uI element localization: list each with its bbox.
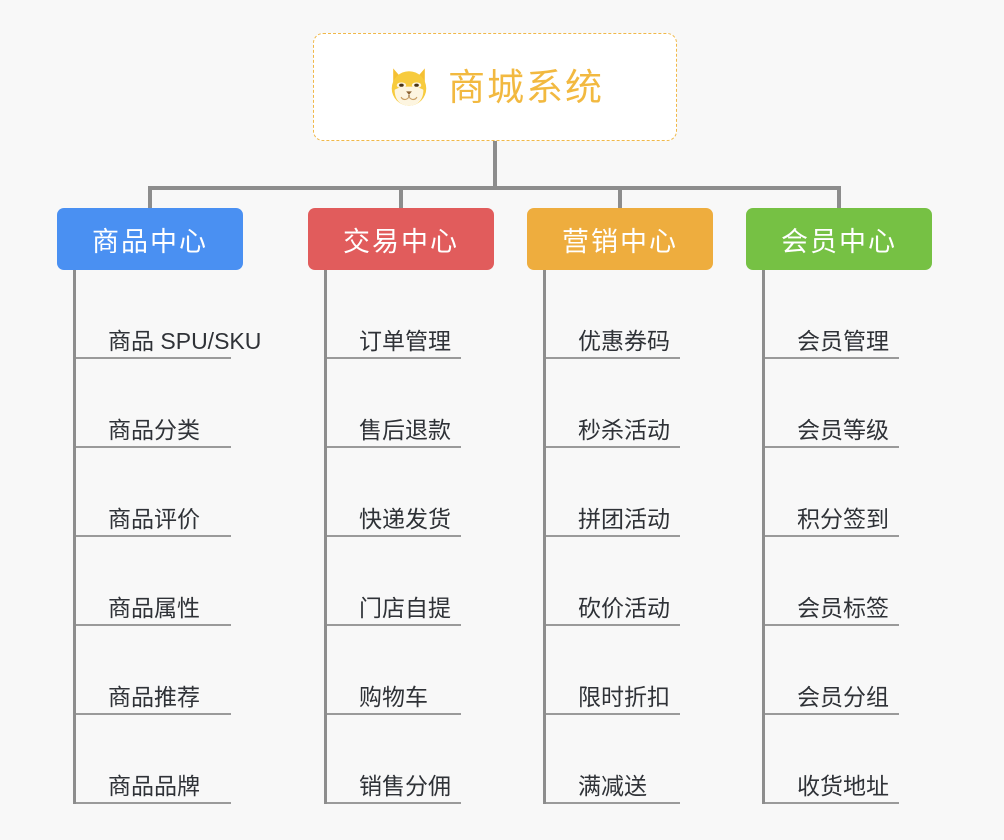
list-item-label: 门店自提 [359,595,451,621]
connector-drop-1 [148,186,152,210]
list-item-underline [76,713,231,715]
list-item-label: 商品属性 [108,595,200,621]
list-item-label: 限时折扣 [578,684,670,710]
connector-root-vertical [493,141,497,188]
list-item-label: 商品 SPU/SKU [108,328,262,354]
list-item[interactable]: 商品推荐 [76,626,243,715]
list-item-label: 商品分类 [108,417,200,443]
list-item[interactable]: 积分签到 [765,448,932,537]
list-item[interactable]: 购物车 [327,626,494,715]
list-item-underline [76,535,231,537]
branch-column-4: 会员中心 会员管理 会员等级 积分签到 会员标签 会员分组 [746,208,932,804]
list-item[interactable]: 拼团活动 [546,448,713,537]
list-item-underline [76,624,231,626]
list-item-label: 购物车 [359,684,428,710]
list-item[interactable]: 满减送 [546,715,713,804]
list-item-underline [327,535,461,537]
list-item-underline [327,446,461,448]
branch-items-3: 优惠券码 秒杀活动 拼团活动 砍价活动 限时折扣 满减送 [543,270,713,804]
list-item-underline [546,535,680,537]
list-item[interactable]: 商品分类 [76,359,243,448]
list-item-underline [546,357,680,359]
list-item-underline [765,624,899,626]
list-item[interactable]: 商品 SPU/SKU [76,270,261,359]
branch-column-3: 营销中心 优惠券码 秒杀活动 拼团活动 砍价活动 限时折扣 [527,208,713,804]
list-item[interactable]: 会员管理 [765,270,932,359]
list-item-underline [327,624,461,626]
list-item[interactable]: 秒杀活动 [546,359,713,448]
list-item[interactable]: 销售分佣 [327,715,494,804]
list-item-underline [76,446,231,448]
list-item-label: 拼团活动 [578,506,670,532]
list-item-underline [327,802,461,804]
list-item[interactable]: 收货地址 [765,715,932,804]
list-item[interactable]: 会员等级 [765,359,932,448]
branch-header-label-1: 商品中心 [92,226,208,257]
list-item-label: 砍价活动 [578,595,670,621]
list-item-label: 满减送 [578,773,647,799]
list-item-underline [765,357,899,359]
connector-drop-4 [837,186,841,210]
branch-items-1: 商品 SPU/SKU 商品分类 商品评价 商品属性 商品推荐 商品品牌 [73,270,261,804]
connector-drop-2 [399,186,403,210]
list-item-label: 会员分组 [797,684,889,710]
list-item[interactable]: 商品品牌 [76,715,243,804]
list-item-underline [765,446,899,448]
list-item[interactable]: 砍价活动 [546,537,713,626]
list-item-label: 售后退款 [359,417,451,443]
list-item-underline [765,535,899,537]
list-item-label: 商品推荐 [108,684,200,710]
list-item-label: 订单管理 [359,328,451,354]
branch-items-4: 会员管理 会员等级 积分签到 会员标签 会员分组 收货地址 [762,270,932,804]
shiba-inu-dog-face-icon [391,68,427,108]
list-item-underline [765,713,899,715]
connector-drop-3 [618,186,622,210]
list-item-label: 会员标签 [797,595,889,621]
list-item-label: 商品品牌 [108,773,200,799]
branch-header-label-3: 营销中心 [562,226,678,257]
list-item[interactable]: 快递发货 [327,448,494,537]
list-item[interactable]: 优惠券码 [546,270,713,359]
list-item[interactable]: 订单管理 [327,270,494,359]
list-item-underline [327,357,461,359]
list-item[interactable]: 商品属性 [76,537,243,626]
list-item-underline [546,713,680,715]
branch-header-4[interactable]: 会员中心 [746,208,932,270]
list-item-label: 收货地址 [797,773,889,799]
list-item-underline [546,446,680,448]
root-node-title: 商城系统 [448,66,604,108]
list-item-label: 商品评价 [108,506,200,532]
list-item[interactable]: 门店自提 [327,537,494,626]
branch-header-1[interactable]: 商品中心 [57,208,243,270]
branch-items-2: 订单管理 售后退款 快递发货 门店自提 购物车 销售分佣 [324,270,494,804]
root-node-shop-system[interactable]: 商城系统 [313,33,677,141]
branch-column-2: 交易中心 订单管理 售后退款 快递发货 门店自提 购物车 [308,208,494,804]
list-item[interactable]: 会员标签 [765,537,932,626]
list-item-underline [76,802,231,804]
list-item-underline [765,802,899,804]
list-item-label: 优惠券码 [578,328,670,354]
list-item-label: 会员等级 [797,417,889,443]
list-item-label: 积分签到 [797,506,889,532]
list-item-label: 销售分佣 [359,773,451,799]
connector-horizontal-bus [148,186,840,190]
list-item[interactable]: 商品评价 [76,448,243,537]
list-item-underline [76,357,231,359]
list-item-underline [546,624,680,626]
branch-header-3[interactable]: 营销中心 [527,208,713,270]
list-item[interactable]: 售后退款 [327,359,494,448]
list-item-label: 会员管理 [797,328,889,354]
list-item[interactable]: 限时折扣 [546,626,713,715]
list-item-label: 快递发货 [359,506,451,532]
list-item[interactable]: 会员分组 [765,626,932,715]
branch-header-label-2: 交易中心 [343,226,459,257]
branch-header-label-4: 会员中心 [781,226,897,257]
branch-column-1: 商品中心 商品 SPU/SKU 商品分类 商品评价 商品属性 商品推荐 [57,208,261,804]
list-item-underline [327,713,461,715]
branch-header-2[interactable]: 交易中心 [308,208,494,270]
list-item-label: 秒杀活动 [578,417,670,443]
list-item-underline [546,802,680,804]
